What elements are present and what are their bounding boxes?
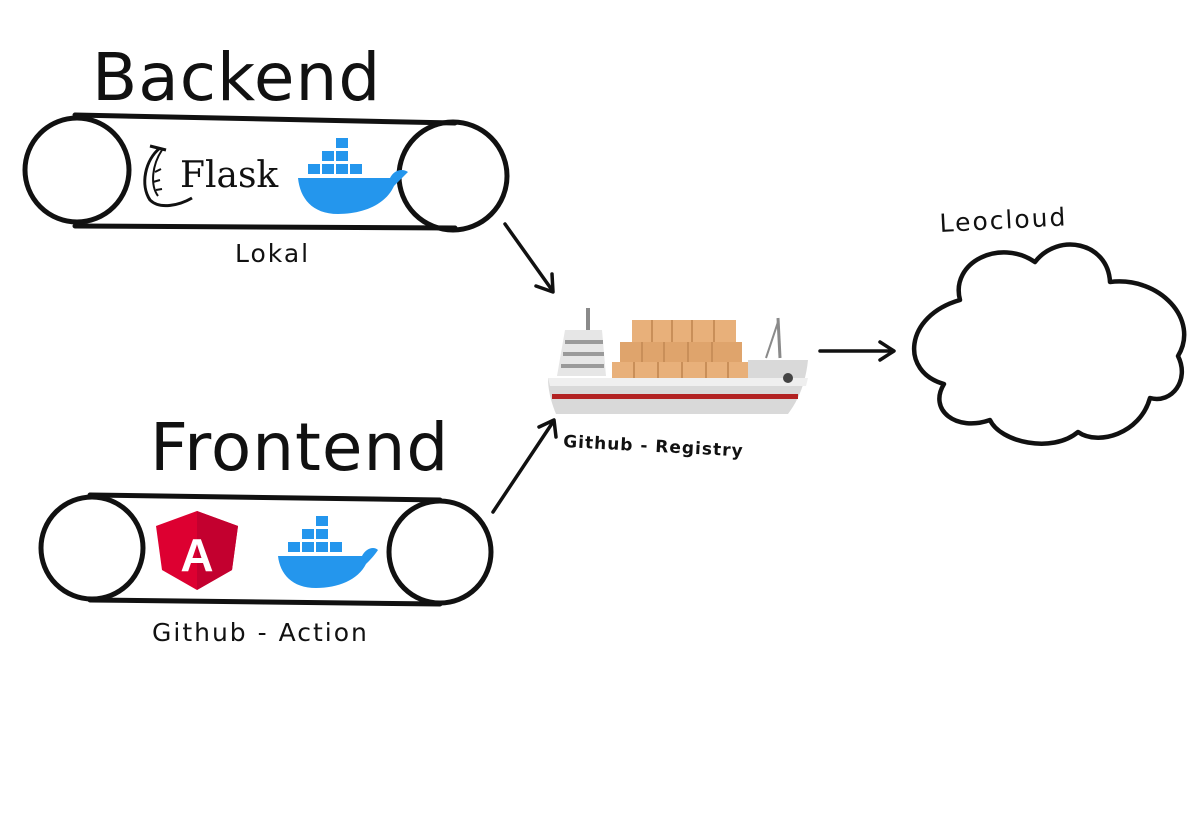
angular-letter: A xyxy=(180,529,213,581)
docker-containers xyxy=(308,138,362,174)
frontend-conveyor xyxy=(38,492,494,607)
docker-logo-frontend xyxy=(278,516,378,588)
frontend-caption: Github - Action xyxy=(152,618,369,647)
ship-stripe xyxy=(552,394,798,399)
docker-whale-icon xyxy=(298,170,408,214)
frontend-belt-top xyxy=(87,492,443,503)
backend-conveyor xyxy=(22,112,510,233)
angular-logo: A xyxy=(156,511,238,590)
docker-containers xyxy=(288,516,342,552)
frontend-roller-right xyxy=(386,498,494,606)
container-ship-icon xyxy=(548,308,808,414)
cloud-icon xyxy=(911,242,1187,446)
arrow-backend-to-registry xyxy=(503,222,555,294)
frontend-belt-bottom xyxy=(87,597,443,607)
arrow-registry-to-cloud xyxy=(818,340,896,362)
cargo-crates xyxy=(612,320,748,384)
backend-roller-left xyxy=(22,115,132,225)
docker-whale-icon xyxy=(278,548,378,588)
backend-title: Backend xyxy=(92,39,381,116)
registry-caption: Github - Registry xyxy=(563,432,744,461)
backend-belt-top xyxy=(72,112,458,126)
arrow-frontend-to-registry xyxy=(491,418,558,514)
cloud-title: Leocloud xyxy=(939,202,1068,238)
backend-caption: Lokal xyxy=(235,239,310,268)
frontend-title: Frontend xyxy=(150,409,449,486)
frontend-roller-left xyxy=(38,494,146,602)
flask-horn-icon xyxy=(143,144,193,208)
docker-logo-backend xyxy=(298,138,408,214)
flask-logo: Flask xyxy=(143,144,279,208)
flask-label: Flask xyxy=(180,155,279,196)
backend-belt-bottom xyxy=(72,223,458,231)
backend-roller-right xyxy=(396,119,510,233)
